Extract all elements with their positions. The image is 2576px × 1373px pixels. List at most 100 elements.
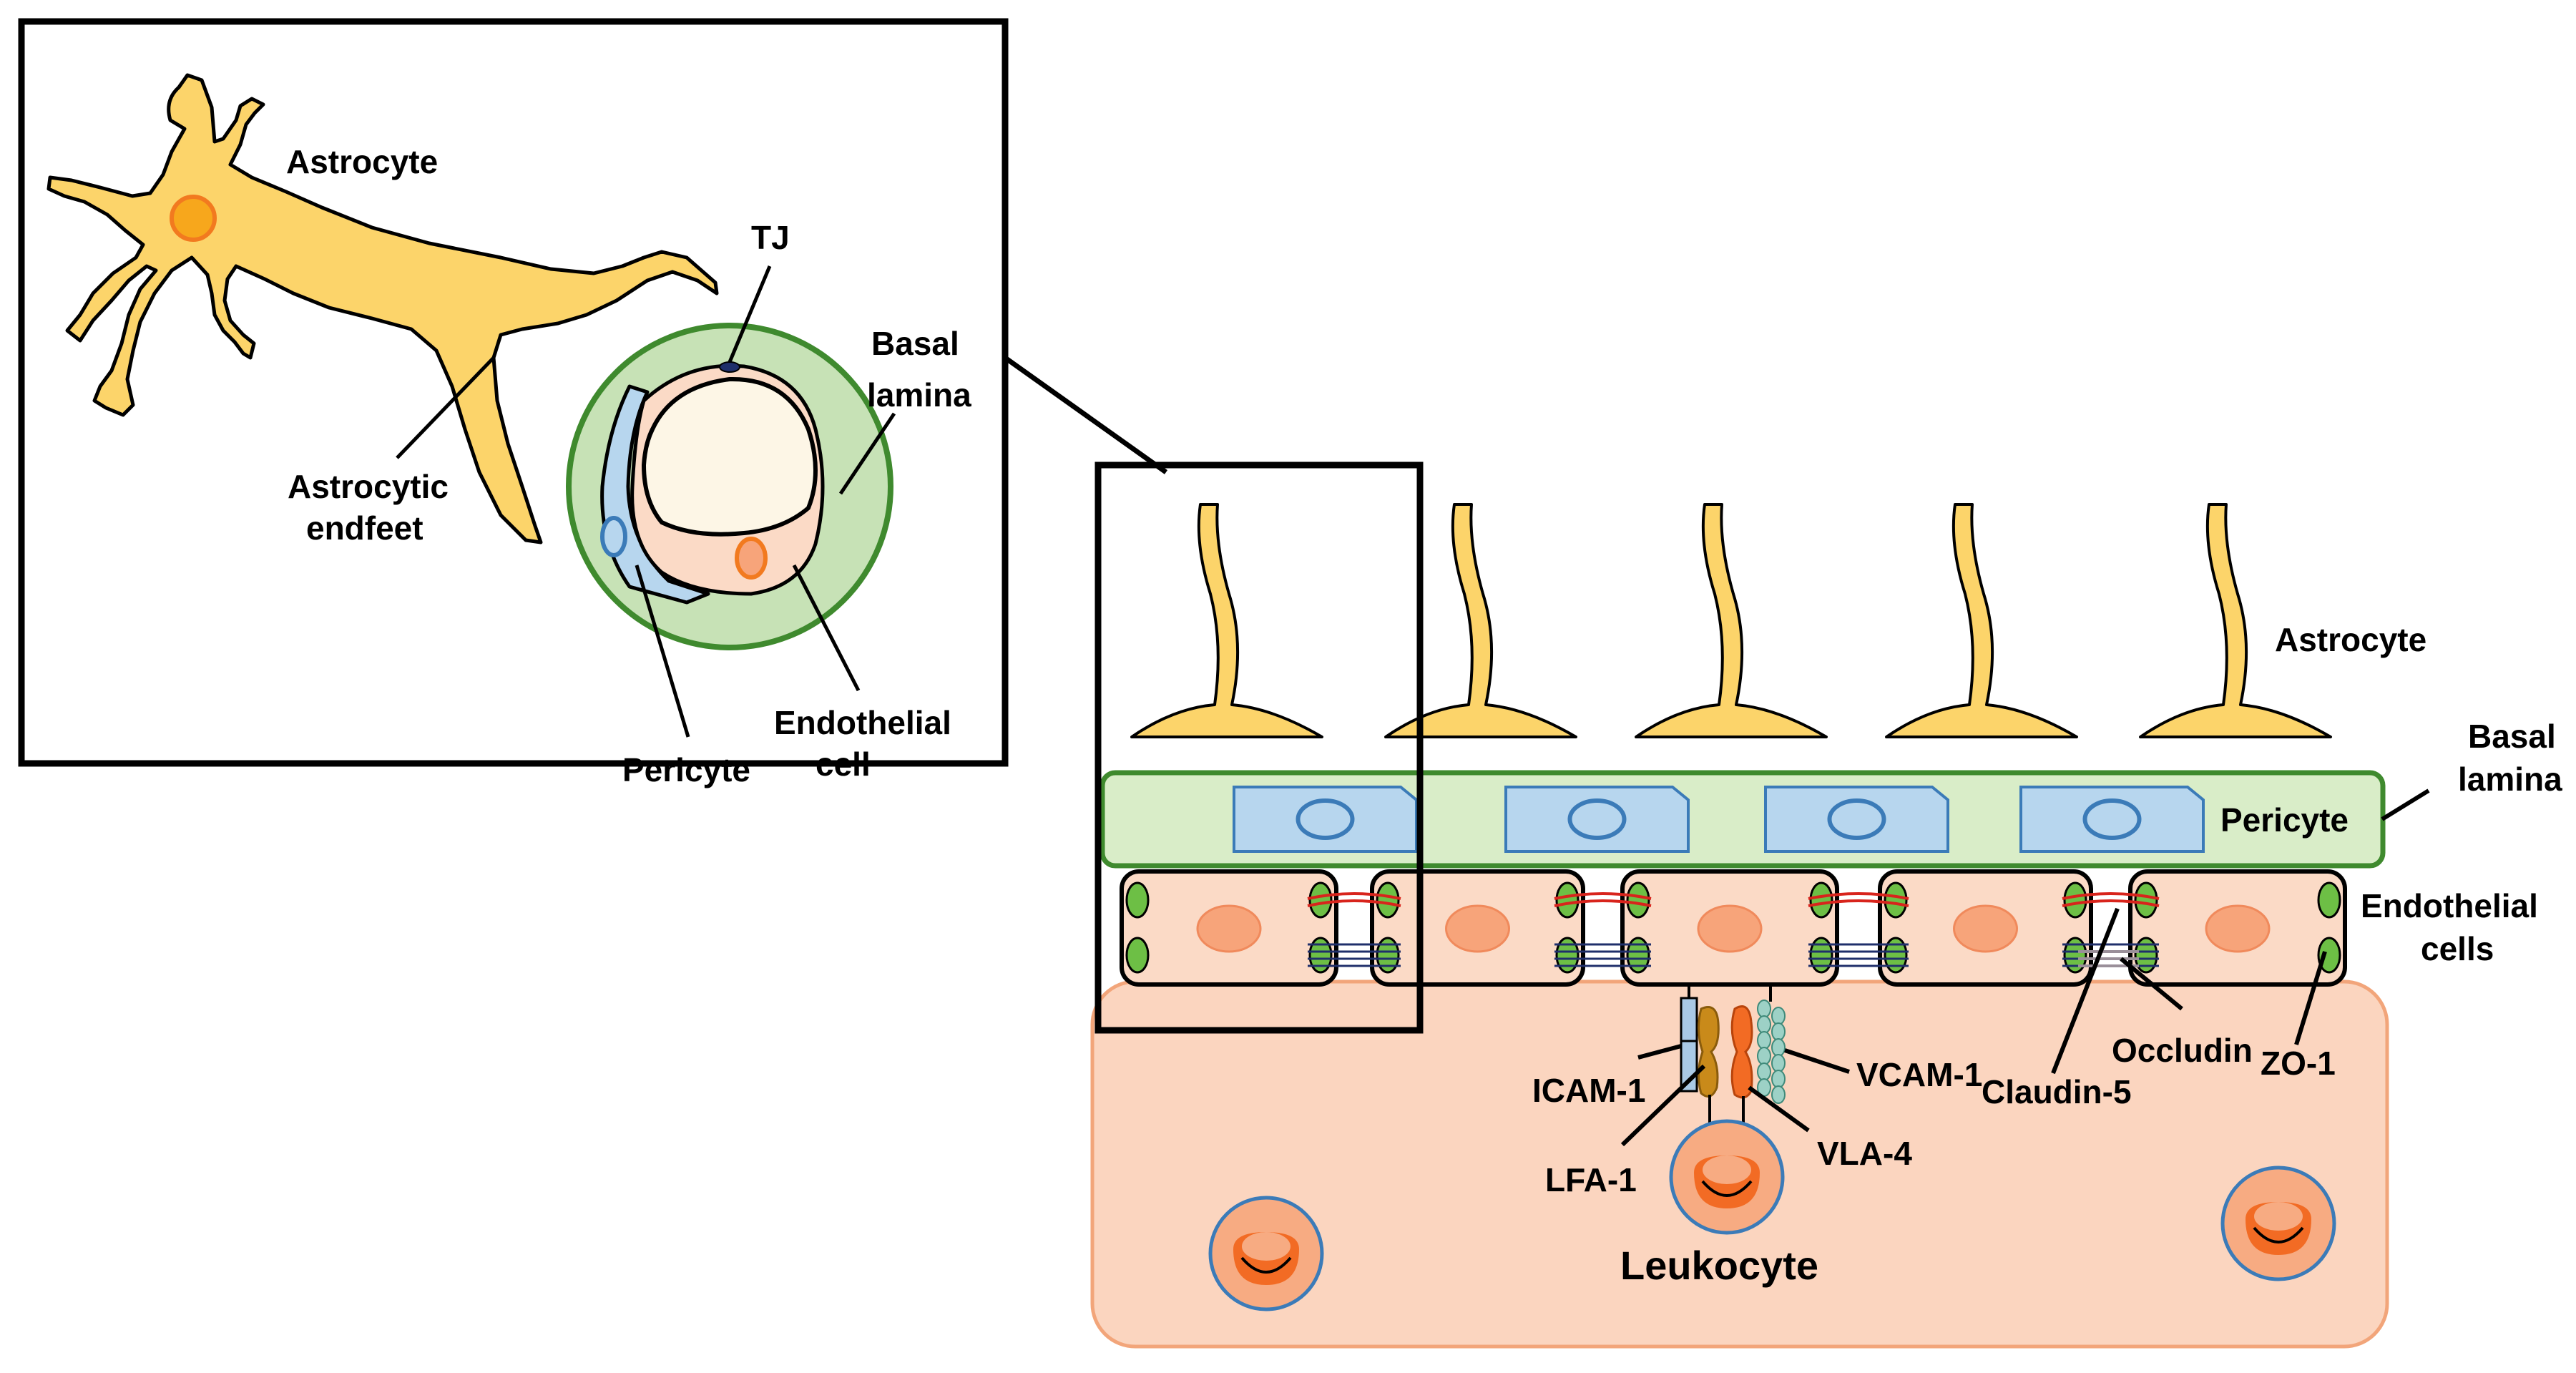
zo-1-protein [2063,881,2087,919]
zo-1-protein [1884,881,1908,919]
main-panel: Astrocyte Basal lamina Pericyte Endothel… [1090,461,2562,1349]
astrocyte-endfoot [1885,503,2078,738]
inset-label-pericyte: Pericyte [622,751,750,788]
claudin-5-strand [1554,899,1652,907]
tight-junction-row [1307,892,2160,967]
claudin-5-strand [2062,892,2160,900]
inset-endfeet-leader [396,356,495,459]
claudin-5-strand [1307,899,1401,907]
main-label-leukocyte: Leukocyte [1620,1243,1818,1288]
inset-label-tj: TJ [751,219,790,256]
claudin-5-strand [1307,892,1401,900]
endothelial-nucleus [1953,904,2018,953]
vcam-1-domain [1771,1085,1786,1104]
inset-label-endfeet-2: endfeet [306,509,423,547]
main-label-icam-1: ICAM-1 [1532,1072,1645,1109]
inset-tj-leader [728,265,772,363]
zo-1-protein [1125,937,1150,974]
vcam-1-domain [1771,1022,1786,1041]
basal-lamina-leader [2381,788,2430,821]
main-label-basal-2: lamina [2458,761,2562,798]
zo-1-protein [1809,881,1833,919]
vcam-1-domain [1757,1015,1771,1034]
main-label-vla-4: VLA-4 [1817,1135,1912,1172]
inset-label-astrocyte: Astrocyte [286,143,438,180]
pericyte-row [1233,786,2205,853]
astrocyte-endfeet-row [1130,503,2332,738]
main-label-zo-1: ZO-1 [2261,1045,2336,1082]
inset-connector-line [1003,356,1168,474]
inset-label-basal-2: lamina [867,376,971,414]
endothelial-nucleus [1196,904,1262,953]
zo-1-leader [2294,951,2327,1045]
main-label-basal-1: Basal [2468,718,2556,755]
zo-1-protein [1308,937,1333,974]
main-label-lfa-1: LFA-1 [1545,1161,1637,1198]
main-label-endothelial-1: Endothelial [2361,887,2538,924]
claudin-5-strand [1808,899,1909,907]
leukocyte-nucleus-outline [1240,1256,1292,1274]
vcam-1-molecule [1757,1000,1786,1104]
vcam-1-domain [1771,1038,1786,1057]
astrocyte-endfoot [1635,503,1828,738]
zo-1-protein [1555,937,1580,974]
pericyte-nucleus [2082,798,2142,840]
zo-1-protein [1376,937,1400,974]
inset-label-endothelial-2: cell [816,746,871,783]
pericyte-nucleus [1827,798,1886,840]
vcam-1-domain [1757,1062,1771,1081]
zo-1-protein [1626,881,1650,919]
claudin-5-strand [1554,892,1652,900]
adhesion-molecules [1680,984,1786,1127]
vcam-1-domain [1757,1047,1771,1065]
astrocyte-endfoot [2139,503,2332,738]
lfa-1-molecule [1698,1006,1720,1098]
zo-1-protein [1626,937,1650,974]
zo-1-protein [1308,881,1333,919]
leukocyte-nucleus-outline [2253,1226,2304,1243]
endothelial-nucleus [1697,904,1763,953]
zo-1-protein [1376,881,1400,919]
inset-astrocyte-nucleus [170,195,217,242]
zo-1-protein [2134,881,2158,919]
zo-1-protein [1884,937,1908,974]
claudin-5-leader [2051,907,2120,1075]
inset-pericyte-leader [635,565,690,738]
occludin-leader [2120,957,2183,1011]
leukocyte-nucleus-highlight [2254,1202,2303,1231]
zo-1-protein [1125,881,1150,919]
pericyte-nucleus [1567,798,1627,840]
zo-1-protein [2134,937,2158,974]
vcam-1-domain [1771,1054,1786,1072]
zo-1-protein [2063,937,2087,974]
endothelial-nucleus [1445,904,1510,953]
inset-endothelial-leader [792,564,861,692]
icam-1-leader [1637,1044,1682,1060]
vcam-1-domain [1771,1007,1786,1025]
inset-vessel-lumen [642,376,818,537]
inset-label-endfeet-1: Astrocytic [288,468,449,505]
zo-1-protein [1809,937,1833,974]
zoom-box [1094,461,1424,1034]
inset-pericyte-nucleus [600,516,627,557]
vcam-1-domain [1771,1070,1786,1088]
endothelial-cell-row [1120,869,2347,987]
inset-pericyte [600,384,710,605]
endothelial-nucleus [2205,904,2271,953]
vcam-1-domain [1757,1031,1771,1050]
leukocyte-nucleus-highlight [1703,1155,1751,1184]
inset-label-basal-1: Basal [871,325,959,362]
leukocyte-cells [1208,1119,2336,1311]
main-label-endothelial-2: cells [2421,930,2494,967]
main-label-astrocyte: Astrocyte [2275,621,2426,658]
main-label-pericyte: Pericyte [2220,801,2349,839]
main-label-vcam-1: VCAM-1 [1856,1056,1982,1093]
zo-1-protein [2317,881,2341,919]
vcam-1-leader [1784,1048,1850,1074]
inset-basal-leader [838,412,896,495]
zo-1-protein [2317,937,2341,974]
vcam-1-domain [1757,1000,1771,1018]
astrocyte-endfoot [1130,503,1323,738]
